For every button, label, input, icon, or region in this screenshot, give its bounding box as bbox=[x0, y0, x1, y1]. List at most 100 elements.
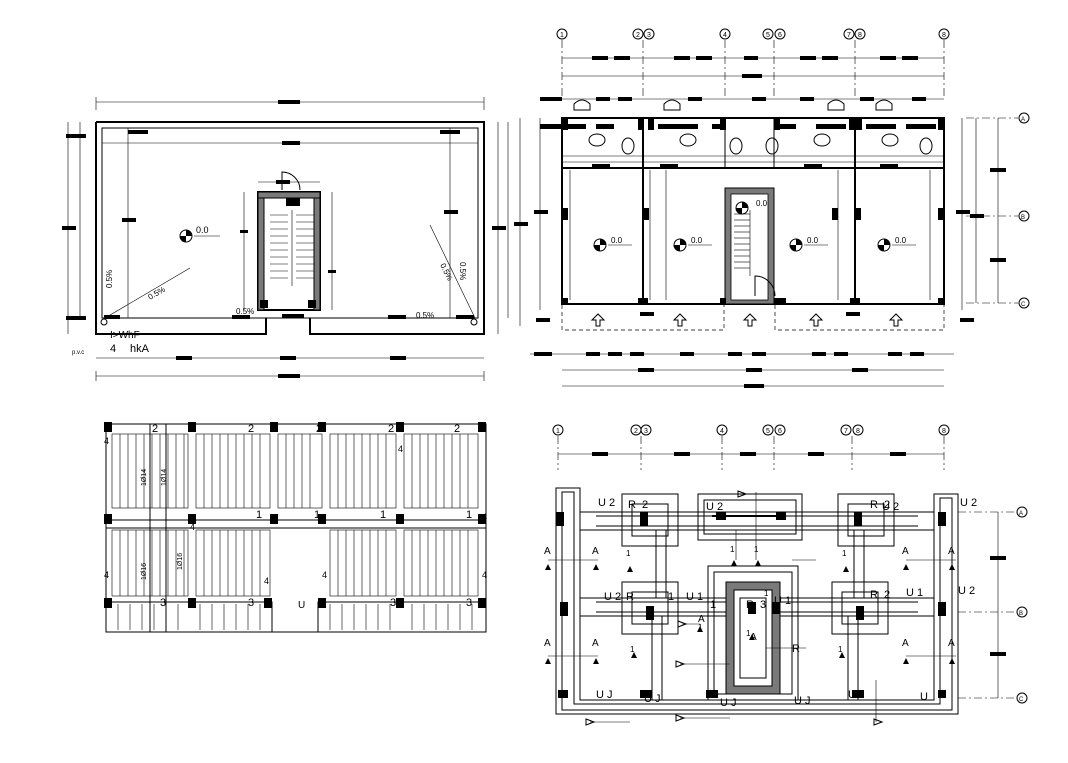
slope-left-vertical: 0.5% bbox=[105, 270, 114, 288]
footing-r-5: R bbox=[792, 643, 800, 655]
rebar-4: 1Ø16 bbox=[177, 553, 184, 570]
floor-plan: 1 2 3 4 5 6 7 8 8 bbox=[514, 28, 1030, 388]
sec-a-4: A bbox=[592, 638, 599, 649]
slab-side-8: 4 bbox=[190, 522, 195, 532]
slab-bot-1: 3 bbox=[160, 597, 166, 609]
roof-note-3: hkA bbox=[130, 343, 150, 355]
grid-1: 1 bbox=[560, 32, 564, 39]
slab-side-2: 4 bbox=[398, 444, 403, 454]
grid-a: A bbox=[1021, 117, 1025, 123]
arrow-num-3: 1 bbox=[730, 545, 735, 554]
grid-2: 2 bbox=[636, 32, 640, 39]
grid-3: 3 bbox=[647, 32, 651, 39]
fgrid-6: 6 bbox=[778, 428, 782, 435]
slab-side-4: 4 bbox=[104, 570, 109, 580]
sec-a-5: A bbox=[902, 546, 909, 557]
arrow-num-8: 1 bbox=[746, 629, 751, 638]
arrow-num-9: 1 bbox=[764, 589, 769, 598]
stair-level-label: 0.0 bbox=[756, 199, 768, 208]
arrow-num-7: 1 bbox=[698, 623, 703, 632]
edge-uj-4: U J bbox=[794, 695, 811, 707]
roof-plan: 0.0 0.5% 0.5% 0.5% 0.5% 0.5% 0.5% I>WhF … bbox=[62, 97, 509, 381]
slab-bot-3: 3 bbox=[390, 597, 396, 609]
sec-a-7: A bbox=[902, 638, 909, 649]
slab-mid-2: 1 bbox=[314, 509, 320, 521]
right-label-2: U 2 bbox=[958, 585, 975, 597]
fgrid-a: A bbox=[1019, 511, 1023, 517]
beam-u2-1: U 2 bbox=[598, 497, 615, 509]
footing-n-5: 1 bbox=[710, 599, 716, 611]
beam-u2-2: U 2 bbox=[706, 501, 723, 513]
roof-note-1: I>WhF bbox=[110, 330, 140, 341]
slab-mid-4: 1 bbox=[466, 509, 472, 521]
footing-r-6: R bbox=[746, 599, 754, 611]
sec-a-6: A bbox=[948, 546, 955, 557]
slab-side-3: 4 bbox=[482, 512, 487, 522]
beam-u1-1: U 1 bbox=[686, 591, 703, 603]
slab-u-label: U bbox=[298, 600, 305, 611]
slope-left-diagonal: 0.5% bbox=[147, 285, 167, 302]
edge-u: U bbox=[920, 691, 928, 703]
arrow-num-5: 1 bbox=[842, 549, 847, 558]
fgrid-8b: 8 bbox=[942, 428, 946, 435]
footing-r-4: R bbox=[870, 589, 878, 601]
sec-a-8: A bbox=[948, 638, 955, 649]
fgrid-b: B bbox=[1019, 611, 1023, 617]
sec-a-3: A bbox=[544, 638, 551, 649]
slab-top-5: 2 bbox=[454, 423, 460, 435]
fgrid-7: 7 bbox=[844, 428, 848, 435]
room3-level-label: 0.0 bbox=[807, 236, 819, 245]
slope-right-vertical: 0.5% bbox=[458, 262, 467, 280]
roof-note-2: 4 bbox=[110, 343, 116, 355]
slab-top-3: 2 bbox=[316, 423, 322, 435]
footing-r-1: R bbox=[628, 499, 636, 511]
rebar-1: 1Ø14 bbox=[141, 469, 148, 486]
sec-a-9: A bbox=[698, 614, 705, 625]
beam-u1-3: U 1 bbox=[774, 595, 791, 607]
room-level-marks: 0.0 0.0 0.0 0.0 0.0 bbox=[593, 199, 916, 252]
grid-7: 7 bbox=[847, 32, 851, 39]
pipe-label: p.v.c bbox=[72, 350, 84, 356]
fgrid-4: 4 bbox=[720, 428, 724, 435]
fgrid-2: 2 bbox=[634, 428, 638, 435]
slope-bottom-left: 0.5% bbox=[236, 307, 254, 316]
fgrid-3: 3 bbox=[644, 428, 648, 435]
beam-u2-3: U 2 bbox=[604, 591, 621, 603]
edge-uj-2: U J bbox=[644, 693, 661, 705]
foundation-plan: 1 2 3 4 5 6 7 8 8 A bbox=[544, 424, 1028, 726]
footing-n-4: 2 bbox=[884, 589, 890, 601]
fgrid-8a: 8 bbox=[856, 428, 860, 435]
footing-n-2: 2 bbox=[884, 499, 890, 511]
sec-a-2: A bbox=[592, 546, 599, 557]
slab-bot-2: 3 bbox=[248, 597, 254, 609]
fgrid-1: 1 bbox=[556, 428, 560, 435]
grid-8b: 8 bbox=[942, 32, 946, 39]
slope-right-diagonal: 0.5% bbox=[438, 262, 454, 282]
arrow-num-1: 1 bbox=[626, 549, 631, 558]
slab-mid-3: 1 bbox=[380, 509, 386, 521]
slab-side-6: 4 bbox=[322, 570, 327, 580]
footing-n-1: 2 bbox=[642, 499, 648, 511]
footings bbox=[621, 493, 895, 635]
room1-level-label: 0.0 bbox=[611, 236, 623, 245]
fgrid-c: C bbox=[1019, 697, 1024, 703]
grid-c: C bbox=[1021, 302, 1026, 308]
footing-n-3: 1 bbox=[668, 591, 674, 603]
slope-bottom-right: 0.5% bbox=[416, 311, 434, 320]
room4-level-label: 0.0 bbox=[895, 236, 907, 245]
sec-a-10: A bbox=[750, 632, 757, 643]
slab-top-2: 2 bbox=[248, 423, 254, 435]
grid-4: 4 bbox=[723, 32, 727, 39]
slab-mid-1: 1 bbox=[256, 509, 262, 521]
right-label-1: U 2 bbox=[960, 497, 977, 509]
edge-uj-1: U J bbox=[596, 689, 613, 701]
rebar-2: 1Ø14 bbox=[161, 469, 168, 486]
edge-uj-5: U J bbox=[848, 689, 865, 701]
fgrid-5: 5 bbox=[766, 428, 770, 435]
arrow-num-2: 1 bbox=[630, 645, 635, 654]
slab-side-5: 4 bbox=[264, 576, 269, 586]
slab-side-7: 4 bbox=[482, 570, 487, 580]
grid-b: B bbox=[1021, 215, 1025, 221]
slab-plan: 2 2 2 2 2 1 1 1 1 3 3 3 3 4 4 4 4 4 4 4 … bbox=[104, 422, 487, 633]
